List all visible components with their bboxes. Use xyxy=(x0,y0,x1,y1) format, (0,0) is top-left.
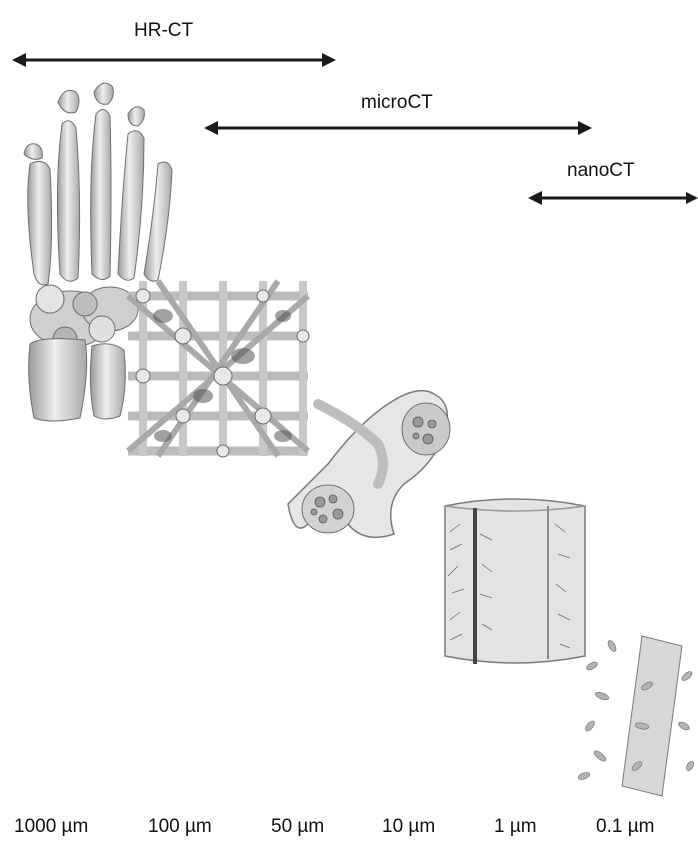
scale-label-0-1um: 0.1 µm xyxy=(596,816,654,838)
scale-label-10um: 10 µm xyxy=(382,816,435,838)
scale-label-1um: 1 µm xyxy=(494,816,537,838)
microct-label: microCT xyxy=(361,92,433,114)
scale-label-50um: 50 µm xyxy=(271,816,324,838)
hrct-label: HR-CT xyxy=(134,20,193,42)
hrct-range-arrow xyxy=(0,48,698,72)
collagen-fibril-icon xyxy=(572,626,698,796)
nanoct-label: nanoCT xyxy=(567,160,635,182)
scale-label-1000um: 1000 µm xyxy=(14,816,88,838)
scale-label-100um: 100 µm xyxy=(148,816,212,838)
